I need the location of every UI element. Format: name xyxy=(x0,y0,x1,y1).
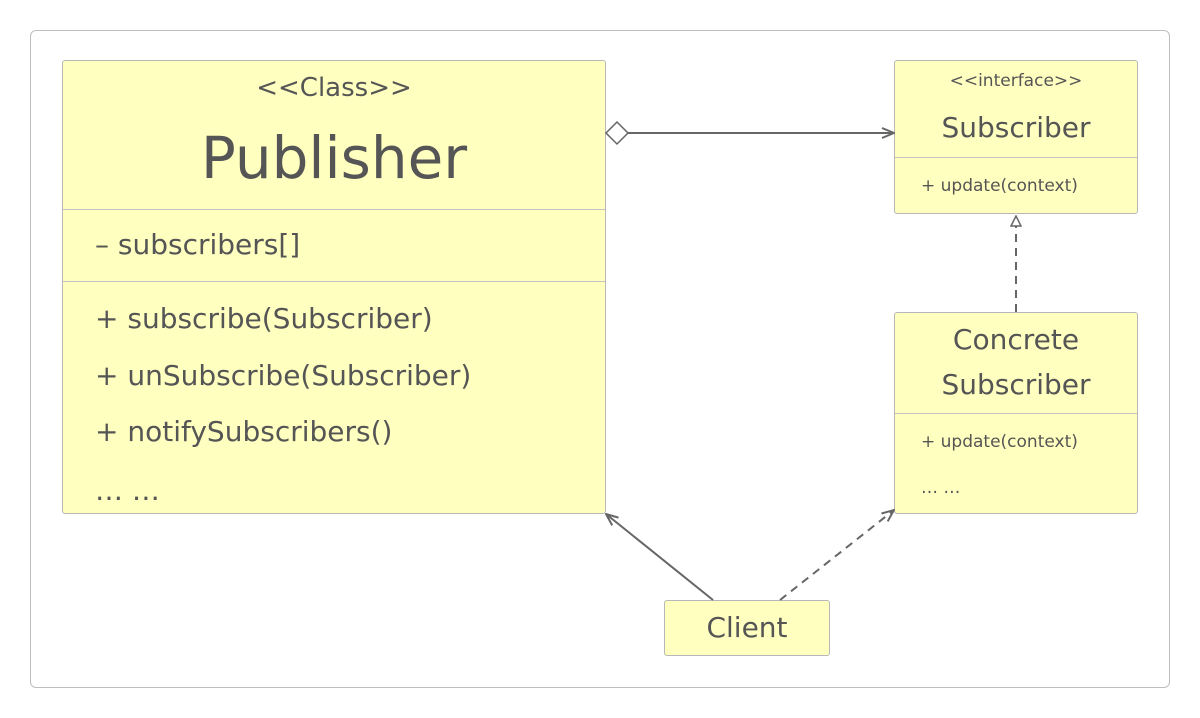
concrete-subscriber-operation-ellipsis: … … xyxy=(921,478,961,498)
publisher-attribute-subscribers: – subscribers[] xyxy=(95,228,301,261)
concrete-subscriber-name-line2: Subscriber xyxy=(941,368,1091,401)
aggregation-diamond-icon xyxy=(604,120,630,146)
concrete-subscriber-operation-update: + update(context) xyxy=(921,432,1078,452)
subscriber-interface-name: Subscriber xyxy=(941,111,1091,144)
publisher-operation-subscribe: + subscribe(Subscriber) xyxy=(95,302,433,335)
publisher-operation-ellipsis: … … xyxy=(95,474,160,507)
dependency-client-to-concrete[interactable] xyxy=(779,510,894,601)
concrete-subscriber-name-line1: Concrete xyxy=(952,323,1080,356)
publisher-attributes-section: – subscribers[] xyxy=(63,209,605,282)
client-box[interactable]: Client xyxy=(664,600,830,656)
publisher-class-name: Publisher xyxy=(200,124,468,192)
concrete-subscriber-class-box[interactable]: Concrete Subscriber + update(context) … … xyxy=(894,312,1138,514)
concrete-subscriber-operations-section: + update(context) … … xyxy=(895,413,1137,498)
aggregation-publisher-to-subscriber[interactable] xyxy=(604,120,894,146)
publisher-operation-notify: + notifySubscribers() xyxy=(95,415,393,448)
subscriber-interface-box[interactable]: <<interface>> Subscriber + update(contex… xyxy=(894,60,1138,214)
publisher-operations-section: + subscribe(Subscriber) + unSubscribe(Su… xyxy=(63,281,605,507)
publisher-class-box[interactable]: <<Class>> Publisher – subscribers[] + su… xyxy=(62,60,606,514)
publisher-stereotype: <<Class>> xyxy=(256,73,412,103)
subscriber-operations-section: + update(context) xyxy=(895,157,1137,216)
subscriber-operation-update: + update(context) xyxy=(921,176,1078,196)
association-client-to-publisher[interactable] xyxy=(606,514,714,601)
client-name: Client xyxy=(706,611,788,644)
subscriber-stereotype: <<interface>> xyxy=(949,71,1083,91)
publisher-operation-unsubscribe: + unSubscribe(Subscriber) xyxy=(95,359,472,392)
